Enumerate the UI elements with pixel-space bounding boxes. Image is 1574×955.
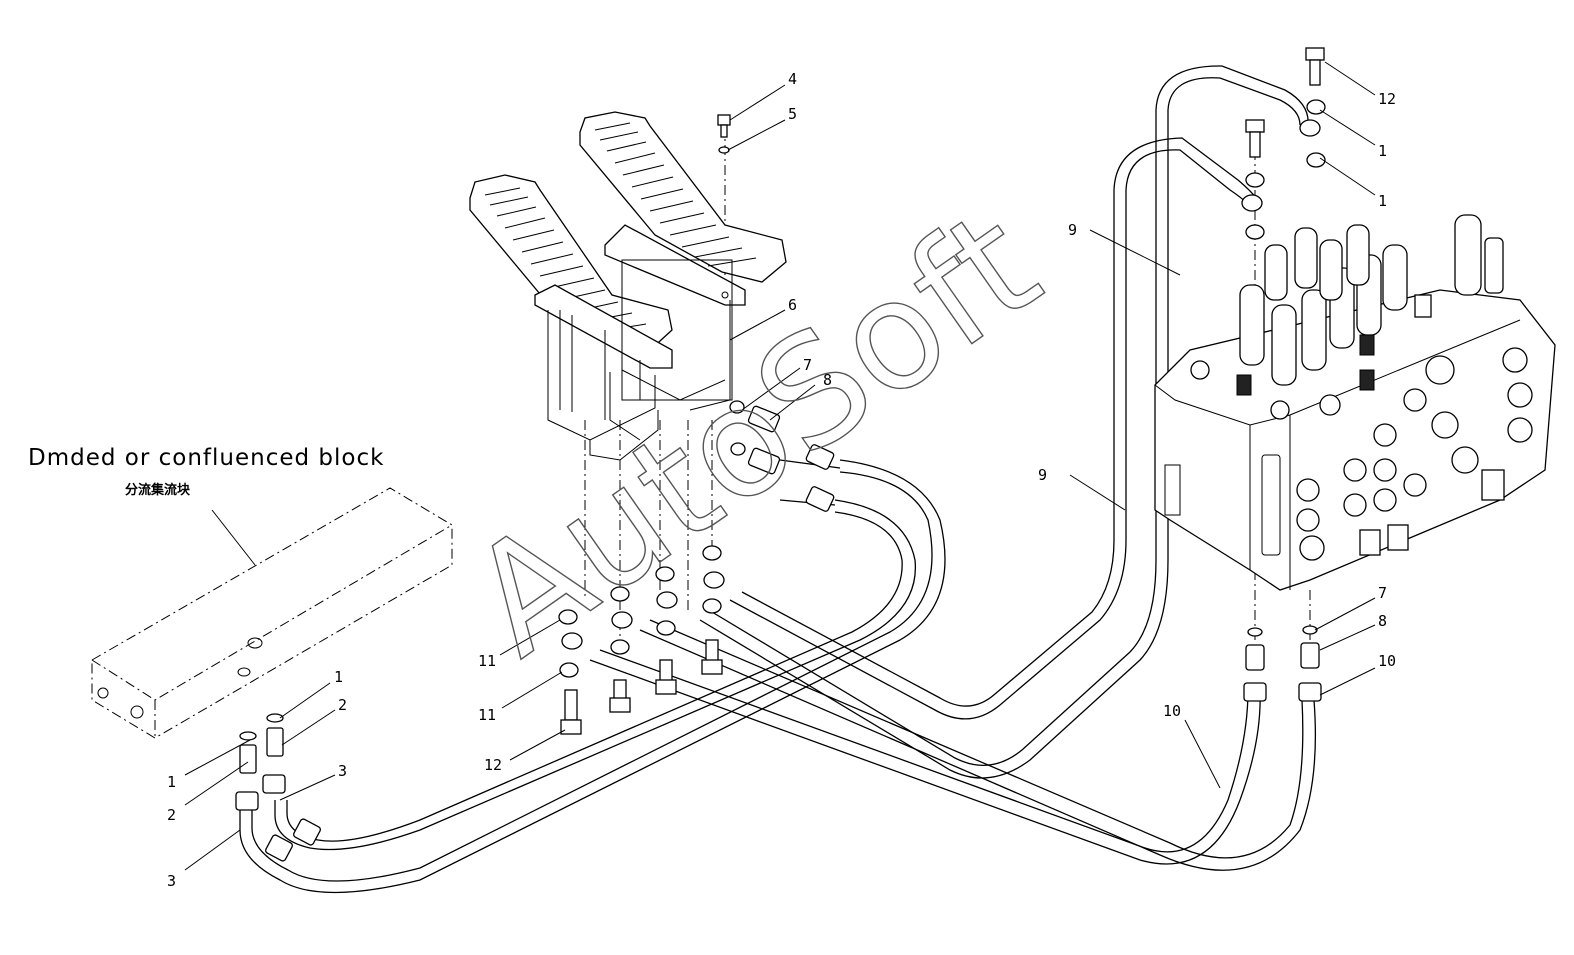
callout-9-upper: 9 xyxy=(1068,221,1077,239)
callout-2-left-a: 2 xyxy=(338,696,347,714)
callout-numbers: 4 5 6 7 8 9 9 12 1 1 1 2 1 2 3 3 11 11 1… xyxy=(167,70,1396,890)
block-label-english: Dmded or confluenced block xyxy=(28,445,384,471)
callout-12-pedal: 12 xyxy=(484,756,502,774)
callout-1-left-a: 1 xyxy=(334,668,343,686)
callout-8-pedal: 8 xyxy=(823,371,832,389)
pedal-fittings xyxy=(729,400,835,512)
callout-1-valve-b: 1 xyxy=(1378,192,1387,210)
callout-7-valve: 7 xyxy=(1378,584,1387,602)
callout-5: 5 xyxy=(788,105,797,123)
hydraulic-hoses xyxy=(239,65,1317,894)
callout-1-valve-a: 1 xyxy=(1378,142,1387,160)
divided-confluenced-block xyxy=(91,487,453,739)
multi-way-control-valve xyxy=(1154,214,1556,591)
callout-4: 4 xyxy=(788,70,797,88)
leader-lines xyxy=(184,61,1376,871)
callout-8-valve: 8 xyxy=(1378,612,1387,630)
callout-7-pedal: 7 xyxy=(803,356,812,374)
callout-6: 6 xyxy=(788,296,797,314)
banjo-fittings xyxy=(558,545,725,735)
callout-3-left-b: 3 xyxy=(167,872,176,890)
callout-2-left-b: 2 xyxy=(167,806,176,824)
callout-11-upper: 11 xyxy=(478,652,496,670)
valve-top-fittings xyxy=(1241,47,1326,240)
pilot-pedal-assembly xyxy=(469,111,787,461)
callout-10-right: 10 xyxy=(1378,652,1396,670)
callout-11-lower: 11 xyxy=(478,706,496,724)
callout-9-lower: 9 xyxy=(1038,466,1047,484)
bolt-and-washer xyxy=(717,114,731,154)
callout-1-left-b: 1 xyxy=(167,773,176,791)
left-fittings xyxy=(235,713,321,862)
block-label-chinese: 分流集流块 xyxy=(125,482,191,498)
callout-10-left: 10 xyxy=(1163,702,1181,720)
callout-3-left-a: 3 xyxy=(338,762,347,780)
callout-12-valve: 12 xyxy=(1378,90,1396,108)
valve-bottom-fittings xyxy=(1243,625,1322,702)
